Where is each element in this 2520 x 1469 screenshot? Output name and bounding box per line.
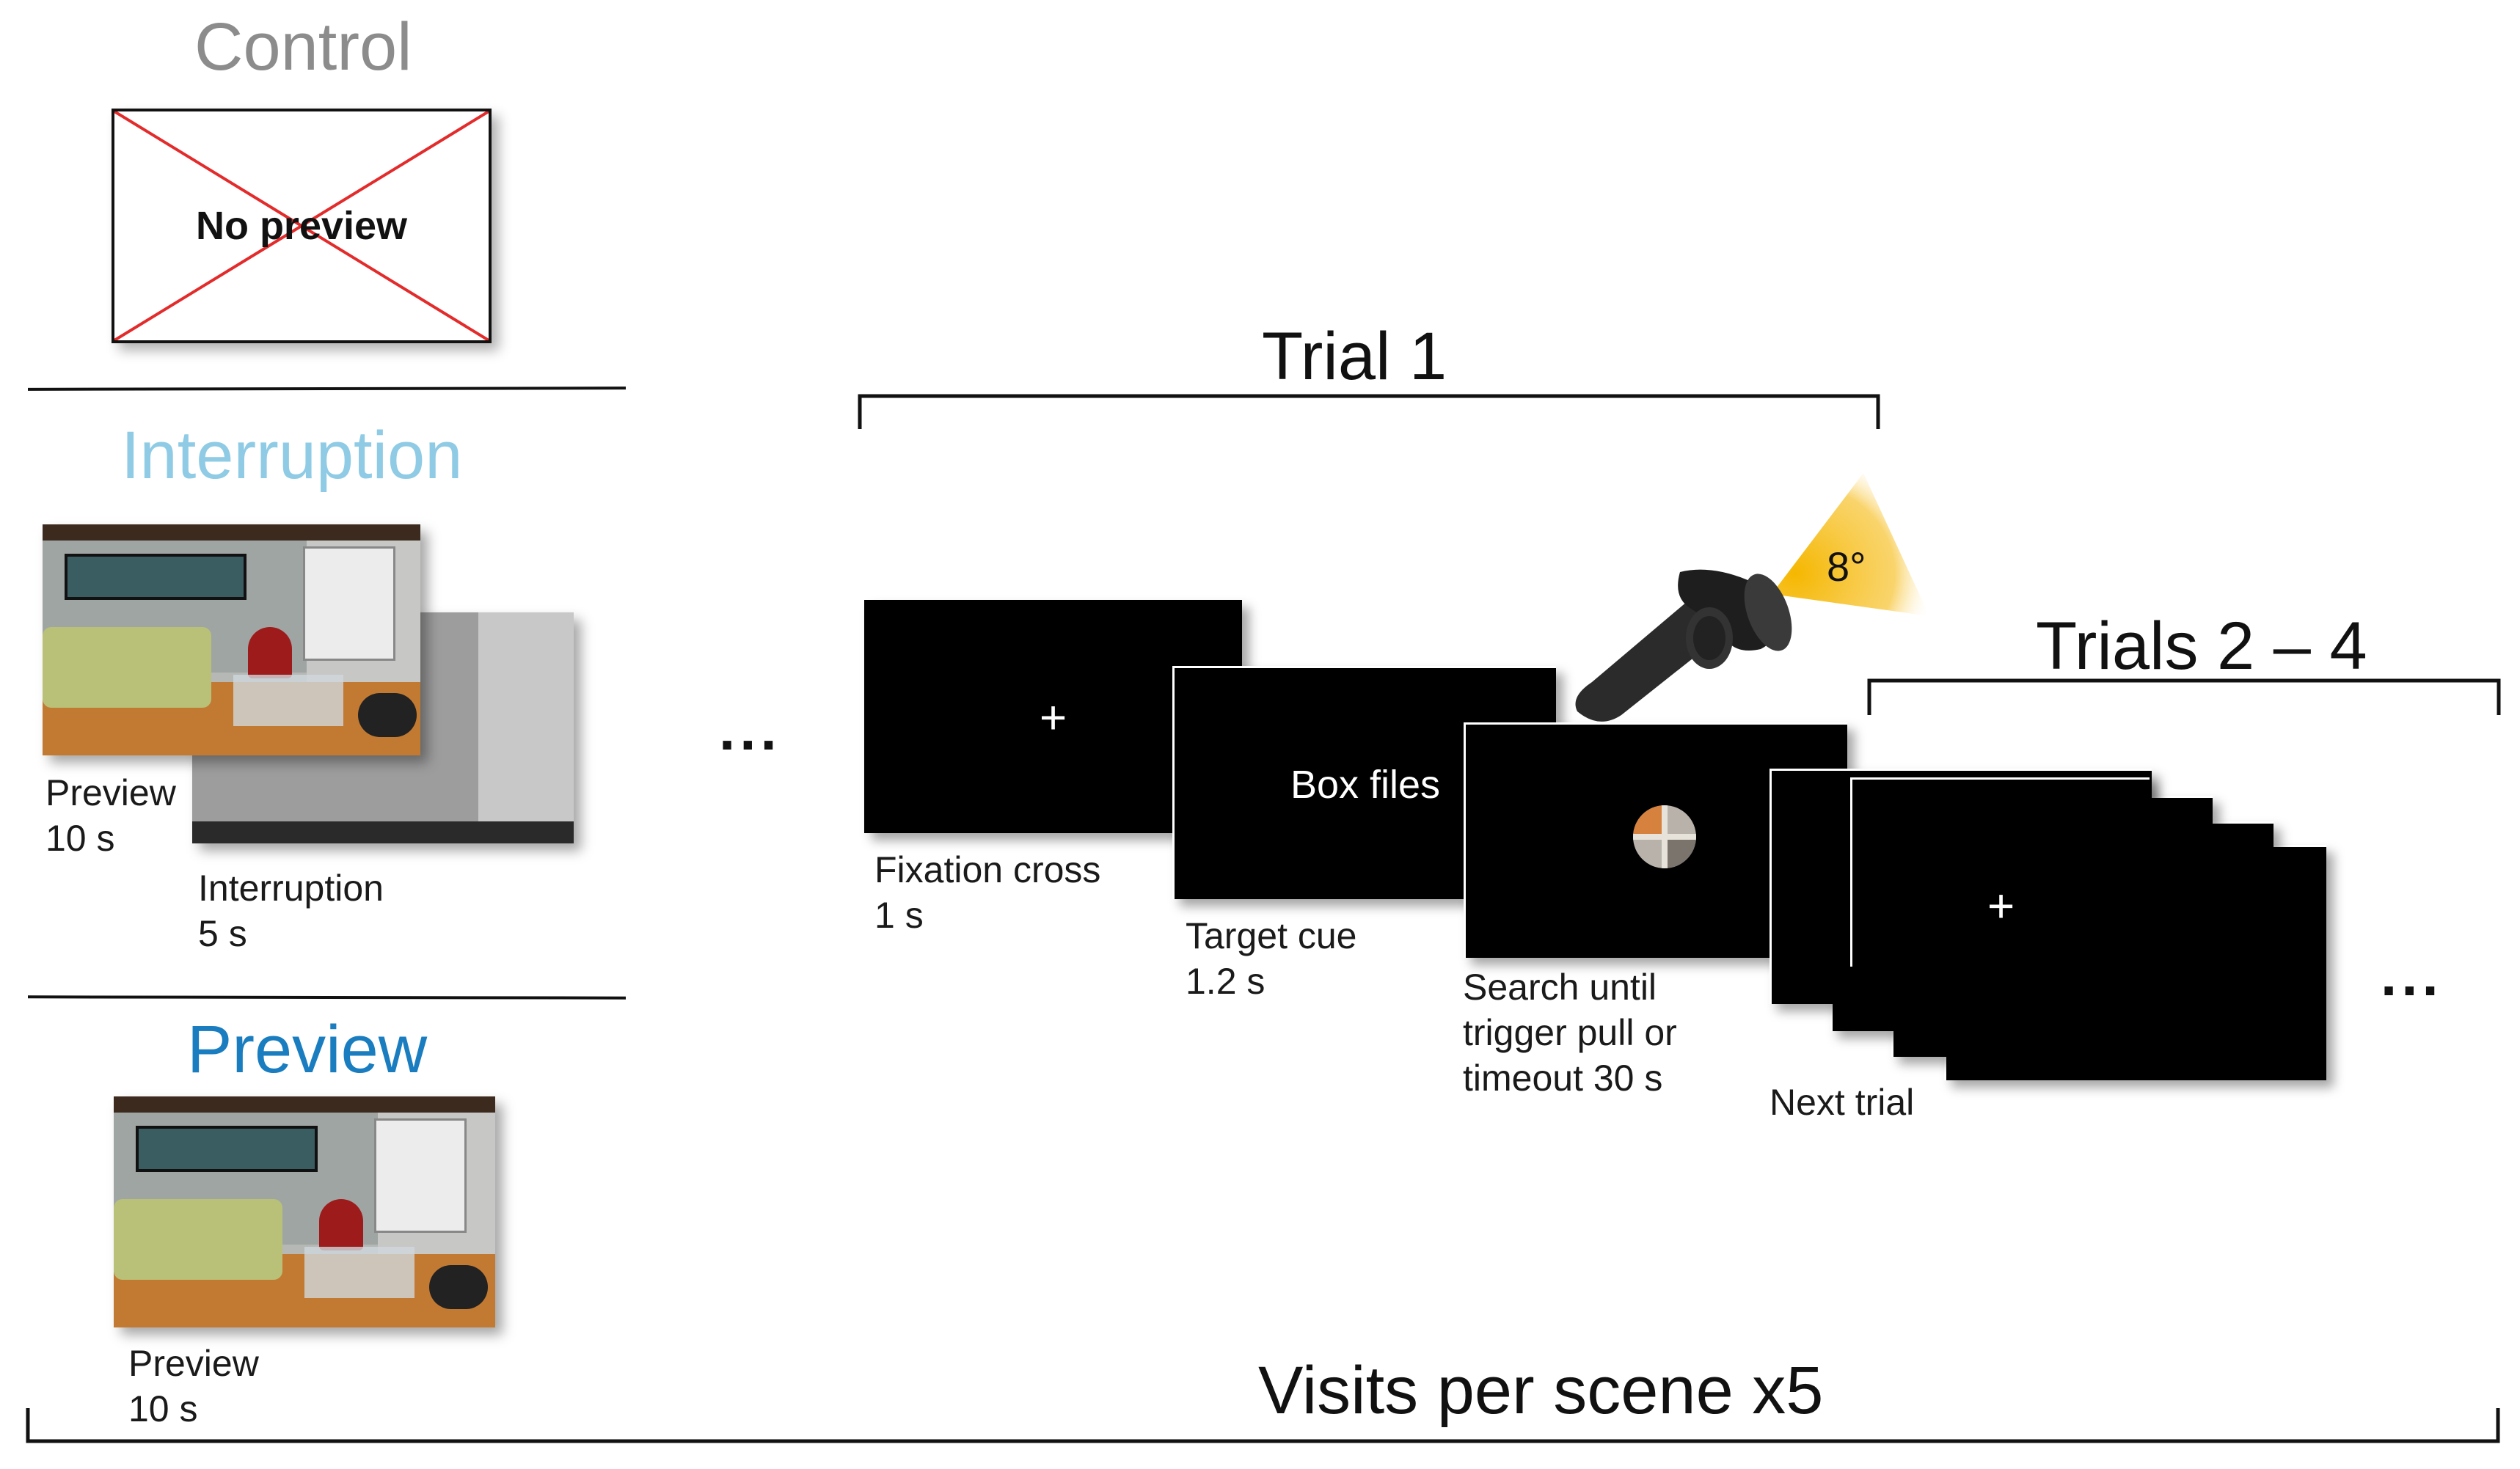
trial1-bracket — [858, 394, 1880, 429]
trials2-4-title: Trials 2 – 4 — [2036, 609, 2367, 684]
interruption-preview-label: Preview 10 s — [45, 772, 176, 859]
view-angle-label: 8° — [1827, 543, 1866, 590]
scene-preview-image — [43, 524, 420, 755]
red-cross-icon — [114, 111, 489, 340]
visits-bracket — [26, 1408, 2500, 1443]
control-title: Control — [194, 10, 412, 84]
target-cue-text: Box files — [1290, 763, 1441, 807]
vr-controller-icon: 8° — [1575, 473, 1929, 722]
next-trial-fixation-cross: + — [1987, 879, 2015, 932]
next-trial-label: Next trial — [1770, 1082, 1915, 1123]
interruption-title: Interruption — [121, 418, 463, 493]
fixation-label: Fixation cross 1 s — [874, 849, 1101, 936]
next-trial-screen: + — [1850, 777, 2150, 967]
more-trials-ellipsis: ... — [2381, 942, 2443, 1008]
interruption-duration-label: Interruption 5 s — [198, 868, 384, 954]
section-divider — [27, 995, 627, 1000]
preview-title: Preview — [187, 1012, 428, 1087]
no-preview-label: No preview — [195, 204, 408, 248]
preview-duration-label: Preview 10 s — [128, 1343, 259, 1429]
scene-preview-image — [114, 1096, 495, 1327]
fixation-cross: + — [1039, 691, 1067, 744]
continuation-ellipsis: ... — [719, 697, 781, 762]
no-preview-box: No preview — [112, 109, 492, 343]
search-label: Search until trigger pull or timeout 30 … — [1463, 967, 1677, 1099]
target-cue-label: Target cue 1.2 s — [1186, 915, 1357, 1002]
search-target-object — [1633, 805, 1696, 868]
view-angle-beam — [1772, 473, 1929, 616]
section-divider — [27, 387, 627, 391]
visits-title: Visits per scene x5 — [1258, 1353, 1824, 1428]
trials2-4-bracket — [1867, 678, 2501, 715]
trial1-title: Trial 1 — [1262, 319, 1447, 394]
